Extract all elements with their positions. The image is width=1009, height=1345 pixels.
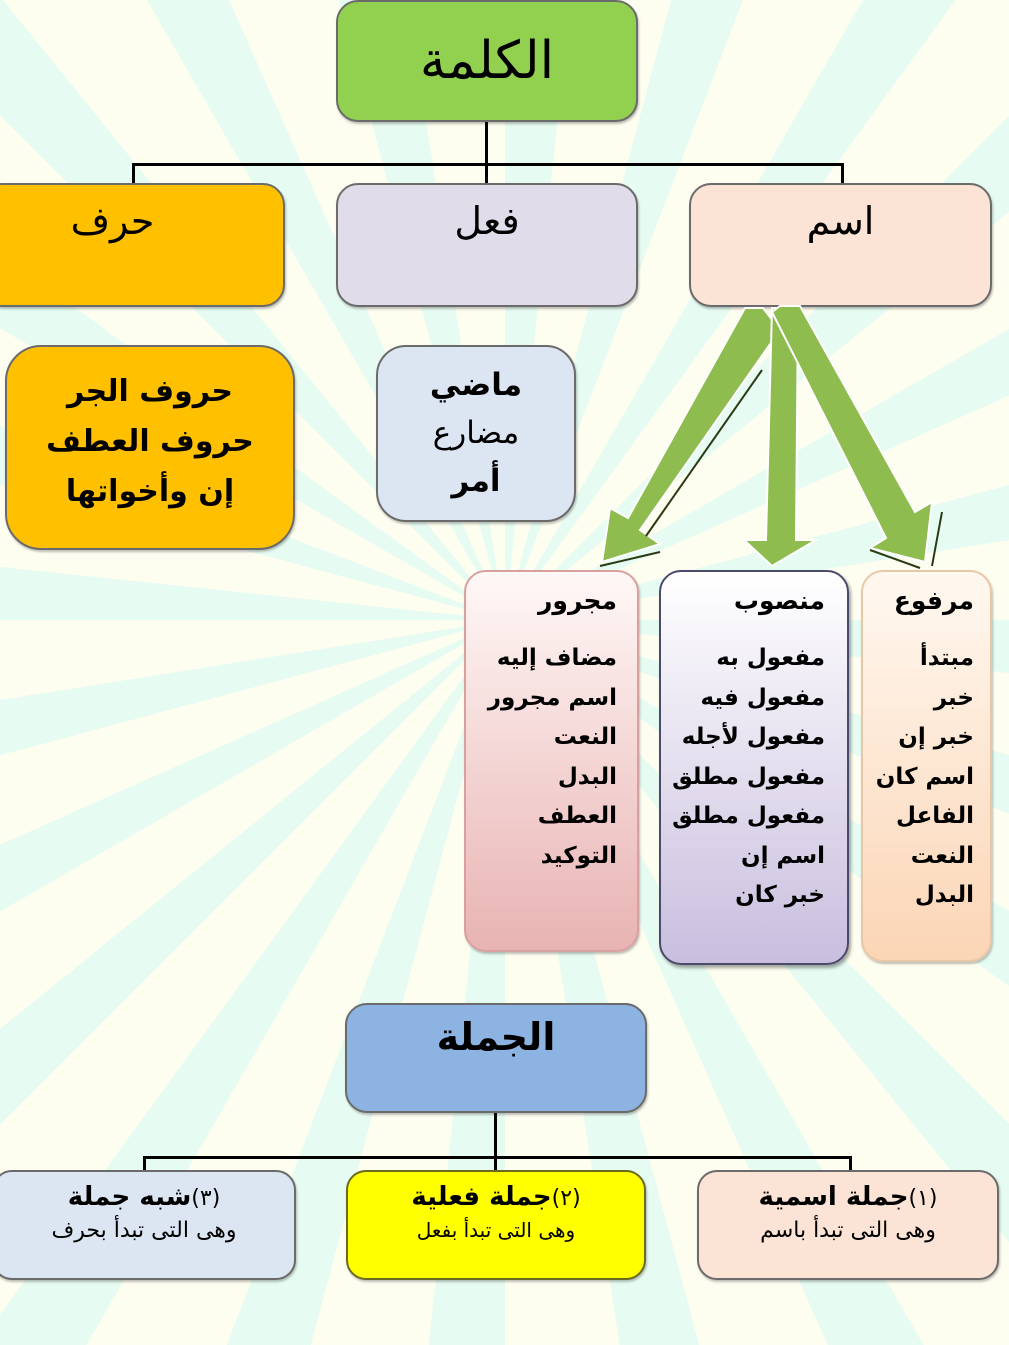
connector-line — [485, 122, 488, 184]
word-type-label: فعل — [454, 199, 520, 243]
sentence-type-number: (٣) — [191, 1186, 221, 1211]
noun-case-item: خبر — [933, 684, 974, 711]
noun-case-marfu: مرفوع مبتدأ خبر خبر إن اسم كان الفاعل ال… — [861, 570, 992, 962]
noun-case-mansub: منصوب مفعول به مفعول فيه مفعول لأجله مفع… — [659, 570, 849, 965]
noun-case-item: خبر إن — [898, 724, 974, 750]
arrows-icon — [599, 305, 943, 569]
connector-line — [143, 1156, 146, 1172]
noun-case-item: مضاف إليه — [496, 645, 617, 671]
noun-case-item: البدل — [914, 882, 974, 908]
sentence-type-desc: وهى التى تبدأ بحرف — [51, 1218, 237, 1243]
verb-tense-item: ماضي — [429, 367, 523, 403]
particle-item: حروف العطف — [46, 424, 254, 459]
word-type-label: حرف — [70, 199, 155, 243]
noun-case-item: مبتدأ — [919, 645, 974, 671]
noun-case-item: التوكيد — [540, 842, 617, 869]
particle-item: حروف الجر — [66, 374, 234, 409]
noun-case-item: البدل — [557, 763, 617, 790]
noun-case-majrur: مجرور مضاف إليه اسم مجرور النعت البدل ال… — [464, 570, 639, 952]
sentence-type-desc: وهى التى تبدأ باسم — [760, 1218, 936, 1243]
sentence-type-desc: وهى التى تبدأ بفعل — [416, 1218, 576, 1242]
connector-line — [494, 1113, 497, 1171]
noun-case-item: مفعول مطلق — [672, 803, 825, 829]
noun-case-item: مفعول به — [716, 645, 825, 671]
word-type-verb: فعل — [336, 183, 638, 307]
particle-item: إن وأخواتها — [65, 474, 235, 509]
sentence-type-verbal: (٢)جملة فعلية وهى التى تبدأ بفعل — [346, 1170, 646, 1280]
sentence-title-box: الجملة — [345, 1003, 647, 1113]
noun-case-item: اسم مجرور — [487, 684, 617, 711]
connector-line — [143, 1156, 852, 1159]
noun-case-item: النعت — [553, 724, 617, 750]
sentence-type-label: شبه جملة — [67, 1182, 192, 1212]
connector-line — [132, 163, 844, 166]
noun-case-item: مفعول فيه — [700, 684, 825, 711]
noun-case-item: مفعول مطلق — [672, 763, 825, 790]
noun-case-title: مجرور — [538, 586, 617, 615]
sentence-type-number: (٢) — [551, 1186, 581, 1211]
noun-case-item: اسم إن — [740, 842, 825, 869]
noun-case-title: مرفوع — [893, 586, 974, 615]
sentence-type-label: جملة اسمية — [758, 1182, 909, 1212]
noun-case-title: منصوب — [733, 586, 825, 615]
connector-line — [132, 163, 135, 185]
word-type-label: اسم — [806, 199, 875, 243]
sentence-type-semi: (٣)شبه جملة وهى التى تبدأ بحرف — [0, 1170, 296, 1280]
connector-line — [841, 163, 844, 185]
word-type-noun: اسم — [689, 183, 992, 307]
noun-case-item: الفاعل — [896, 803, 974, 829]
noun-case-item: اسم كان — [875, 763, 974, 790]
sentence-type-number: (١) — [908, 1186, 938, 1211]
connector-line — [849, 1156, 852, 1172]
noun-case-item: مفعول لأجله — [681, 724, 825, 750]
sentence-type-label: جملة فعلية — [411, 1182, 552, 1212]
sentence-title: الجملة — [436, 1015, 556, 1059]
sentence-type-nominal: (١)جملة اسمية وهى التى تبدأ باسم — [697, 1170, 999, 1280]
verb-tenses-box: ماضي مضارع أمر — [376, 345, 576, 522]
particles-box: حروف الجر حروف العطف إن وأخواتها — [5, 345, 295, 550]
word-title-box: الكلمة — [336, 0, 638, 122]
verb-tense-item: مضارع — [432, 415, 520, 451]
noun-case-item: خبر كان — [735, 882, 825, 908]
word-type-particle: حرف — [0, 183, 285, 307]
word-title: الكلمة — [419, 31, 555, 91]
noun-case-item: العطف — [537, 803, 617, 829]
verb-tense-item: أمر — [451, 463, 501, 499]
noun-case-item: النعت — [910, 842, 974, 869]
